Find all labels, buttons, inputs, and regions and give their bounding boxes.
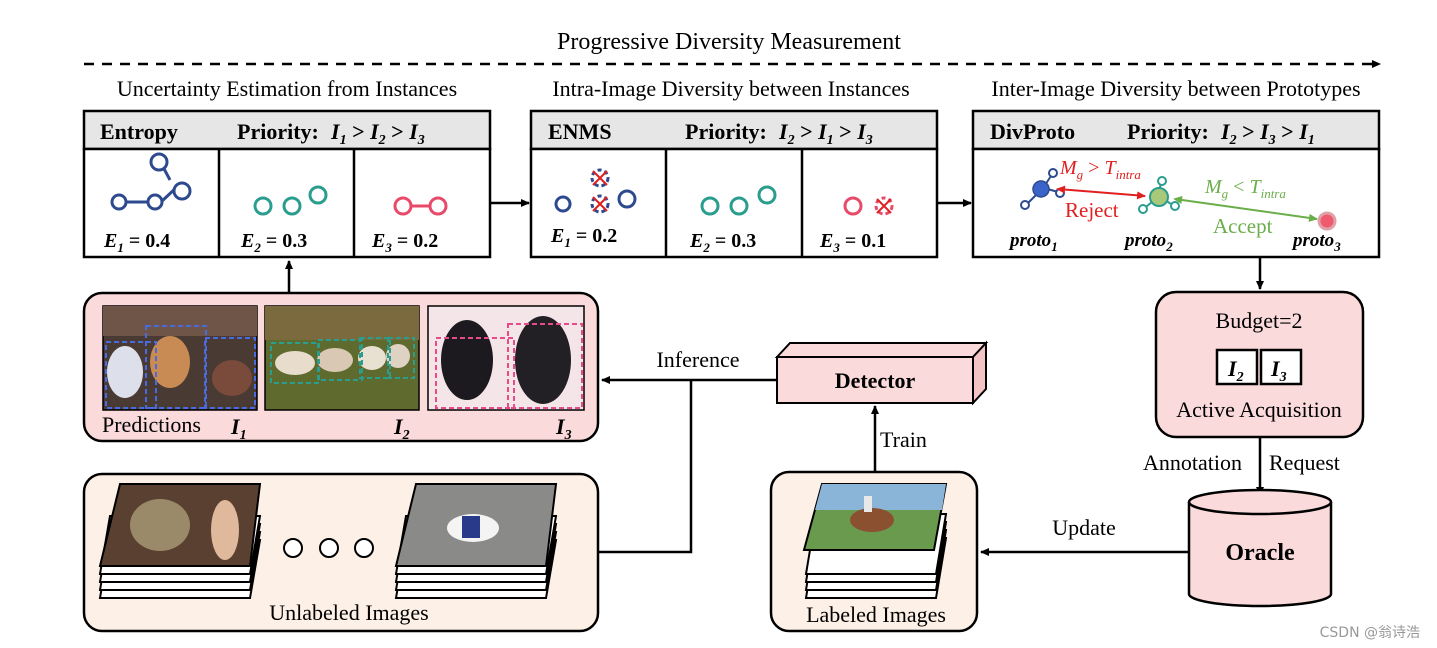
stage2-score-2: E2 = 0.3 (689, 230, 756, 255)
accept-arrow (1173, 196, 1318, 222)
oracle-label: Oracle (1225, 540, 1295, 566)
diagram-title: Progressive Diversity Measurement (557, 29, 901, 55)
stage1-method: Entropy (100, 119, 178, 144)
accept-label: Accept (1213, 214, 1273, 238)
instance-group-blue-icon (110, 152, 192, 211)
predictions-panel: Predictions I1 I2 I3 (82, 291, 600, 443)
proto3-label: proto3 (1291, 230, 1341, 254)
prediction-image-1 (102, 305, 258, 411)
proto1-label: proto1 (1008, 230, 1058, 254)
stage2-priority-label: Priority: (685, 119, 767, 144)
stage3-panel: DivProto Priority: I2 > I3 > I1 Mg > T (971, 109, 1381, 259)
stage1-panel: Entropy Priority: I1 > I2 > I3 E1 = 0.4 … (82, 109, 492, 259)
stage1-score-3: E3 = 0.2 (371, 230, 438, 255)
unlabeled-image-stack-2 (394, 483, 558, 599)
stage2-panel: ENMS Priority: I2 > I1 > I3 (529, 109, 939, 259)
instance-group-red-suppressed-icon (843, 196, 894, 216)
detector-block: Detector (774, 340, 989, 406)
stage1-heading: Uncertainty Estimation from Instances (117, 76, 457, 101)
oracle-cylinder: Oracle (1187, 488, 1333, 608)
stage2-priority-order: I2 > I1 > I3 (778, 119, 873, 148)
stage3-heading: Inter-Image Diversity between Prototypes (991, 76, 1360, 101)
stage1-score-1: E1 = 0.4 (103, 230, 170, 255)
inference-label: Inference (656, 347, 739, 372)
proto2-label: proto2 (1123, 230, 1173, 254)
labeled-image (802, 483, 948, 551)
reject-arrow (1056, 185, 1146, 200)
labeled-label: Labeled Images (806, 602, 946, 627)
prediction-image-3 (427, 305, 585, 411)
instance-group-blue-suppressed-icon (554, 168, 637, 214)
reject-label: Reject (1065, 198, 1119, 222)
ellipsis-dot-3 (354, 538, 374, 558)
active-acquisition-panel: Budget=2 I2 I3 Active Acquisition (1154, 290, 1365, 439)
selected-image-box-2 (1259, 348, 1303, 386)
watermark: CSDN @翁诗浩 (1320, 625, 1420, 641)
stage2-score-3: E3 = 0.1 (819, 230, 886, 255)
instance-group-teal-icon (253, 185, 328, 216)
prediction-image-2 (264, 305, 420, 411)
ellipsis-dot-2 (319, 538, 339, 558)
stage3-method: DivProto (990, 119, 1075, 144)
accept-condition: Mg < Tintra (1204, 176, 1286, 201)
unlabeled-image-stack-1 (98, 483, 262, 599)
stage2-method: ENMS (548, 119, 612, 144)
update-label: Update (1052, 515, 1116, 540)
active-acquisition-label: Active Acquisition (1176, 397, 1342, 422)
stage2-heading: Intra-Image Diversity between Instances (552, 76, 909, 101)
instance-group-teal-icon-2 (700, 185, 777, 216)
ellipsis-dot-1 (283, 538, 303, 558)
budget-label: Budget=2 (1216, 308, 1303, 333)
unlabeled-panel: Unlabeled Images (82, 472, 600, 633)
proto3-icon (1317, 211, 1337, 231)
selected-image-box-1 (1215, 348, 1259, 386)
stage3-priority-label: Priority: (1127, 119, 1209, 144)
stage1-priority-order: I1 > I2 > I3 (330, 119, 425, 148)
stage1-priority-label: Priority: (237, 119, 319, 144)
unlabeled-label: Unlabeled Images (269, 600, 428, 625)
proto2-icon (1138, 176, 1180, 214)
stage1-score-2: E2 = 0.3 (240, 230, 307, 255)
predictions-label: Predictions (102, 412, 201, 437)
stage3-priority-order: I2 > I3 > I1 (1220, 119, 1315, 148)
detector-label: Detector (835, 368, 916, 393)
unlabeled-to-inference-line (598, 380, 693, 554)
train-label: Train (880, 427, 927, 452)
request-label: Request (1269, 450, 1340, 475)
instance-group-red-icon (393, 196, 448, 216)
labeled-panel: Labeled Images (769, 470, 979, 633)
annotation-label: Annotation (1143, 450, 1242, 475)
stage2-score-1: E1 = 0.2 (550, 225, 617, 250)
